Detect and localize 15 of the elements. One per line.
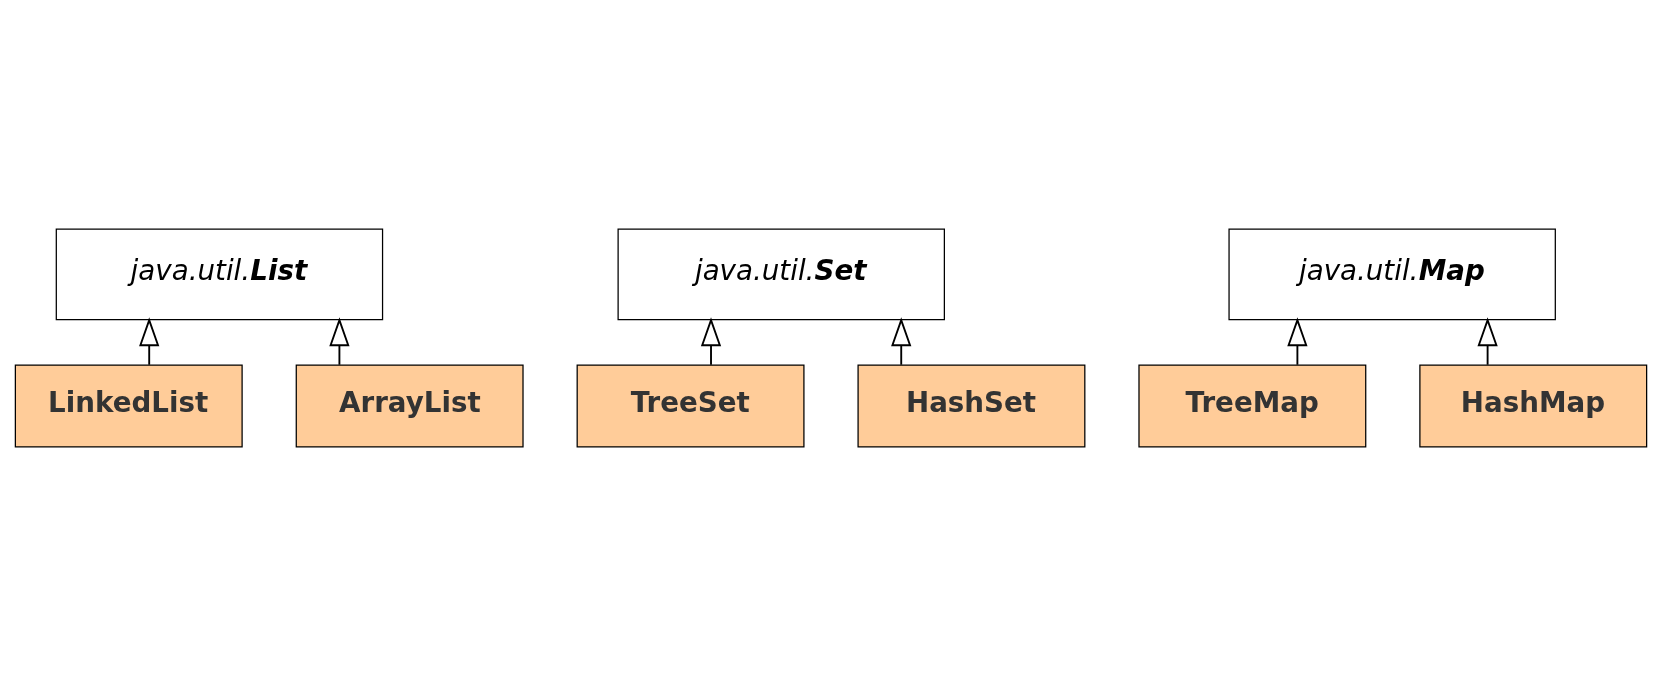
arrow [329,317,350,366]
node-box: HashSet [857,364,1086,448]
node-box: HashMap [1419,364,1648,448]
node-box: TreeSet [576,364,805,448]
arrow [1477,317,1498,366]
arrow [1287,317,1308,366]
node-box: java.util.Set [617,228,945,321]
arrow [891,317,912,366]
node-box: LinkedList [14,364,243,448]
arrow [139,317,160,366]
node-box: TreeMap [1138,364,1367,448]
node-box: ArrayList [295,364,524,448]
node-box: java.util.List [55,228,384,321]
node-box: java.util.Map [1228,228,1556,321]
arrow [700,317,722,366]
